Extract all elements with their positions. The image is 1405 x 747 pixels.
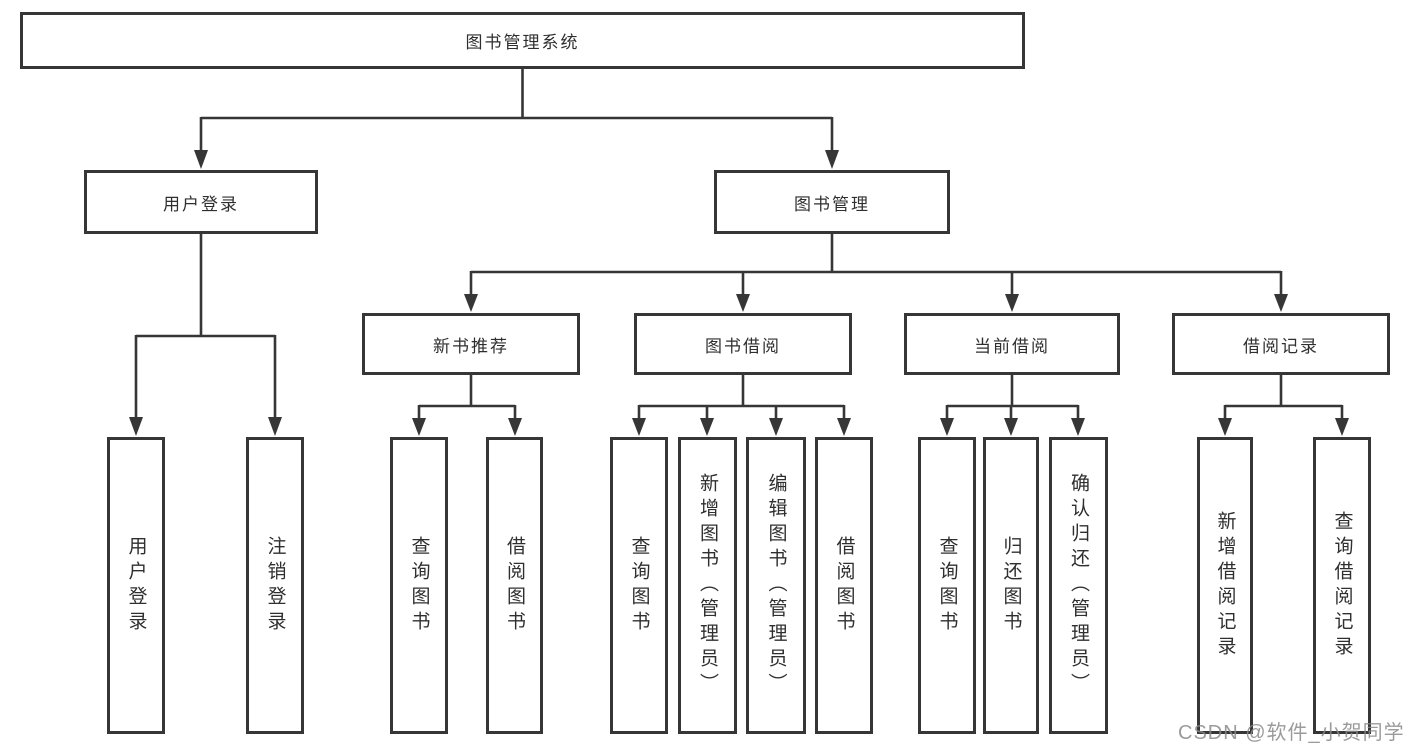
leaf-borrow-book: 借阅图书 (815, 437, 873, 734)
leaf-label: 编辑图书（管理员） (765, 473, 787, 698)
node-user-login: 用户登录 (84, 170, 318, 234)
leaf-edit-book-admin: 编辑图书（管理员） (746, 437, 806, 734)
leaf-query-book-borrow: 查询图书 (610, 437, 668, 734)
leaf-label: 借阅图书 (504, 535, 525, 636)
node-label: 图书管理 (794, 194, 870, 214)
leaf-add-book-admin: 新增图书（管理员） (678, 437, 737, 734)
leaf-label: 查询图书 (628, 535, 650, 636)
leaf-logout: 注销登录 (246, 437, 304, 734)
leaf-return-book: 归还图书 (983, 437, 1039, 734)
leaf-label: 查询借阅记录 (1331, 510, 1353, 661)
leaf-label: 用户登录 (125, 535, 147, 636)
leaf-user-login: 用户登录 (107, 437, 165, 734)
leaf-label: 查询图书 (408, 535, 430, 636)
leaf-label: 确认归还（管理员） (1068, 473, 1089, 698)
leaf-add-borrow-record: 新增借阅记录 (1197, 437, 1253, 734)
node-book-management: 图书管理 (714, 170, 950, 234)
node-borrow-records: 借阅记录 (1172, 313, 1390, 375)
node-label: 用户登录 (163, 194, 239, 214)
node-book-borrow: 图书借阅 (634, 313, 852, 375)
csdn-watermark: CSDN @软件_小贺同学 (1178, 722, 1405, 744)
leaf-query-borrow-record: 查询借阅记录 (1313, 437, 1371, 734)
node-label: 图书借阅 (705, 336, 781, 356)
node-current-borrow: 当前借阅 (904, 313, 1120, 375)
leaf-confirm-return-admin: 确认归还（管理员） (1049, 437, 1108, 734)
leaf-query-book-recommend: 查询图书 (390, 437, 448, 734)
leaf-label: 注销登录 (264, 535, 286, 636)
leaf-label: 归还图书 (1000, 535, 1022, 636)
leaf-label: 查询图书 (936, 535, 958, 636)
node-library-management-system: 图书管理系统 (20, 12, 1025, 69)
node-label: 借阅记录 (1243, 336, 1319, 356)
node-label: 当前借阅 (974, 336, 1050, 356)
node-label: 图书管理系统 (465, 33, 580, 52)
leaf-label: 新增图书（管理员） (697, 473, 718, 698)
arrowhead-icons (129, 150, 1349, 436)
leaf-label: 新增借阅记录 (1214, 510, 1236, 661)
leaf-query-book-current: 查询图书 (918, 437, 976, 734)
node-label: 新书推荐 (433, 336, 509, 356)
node-new-book-recommend: 新书推荐 (362, 313, 580, 375)
leaf-label: 借阅图书 (833, 535, 855, 636)
leaf-borrow-book-recommend: 借阅图书 (486, 437, 543, 734)
